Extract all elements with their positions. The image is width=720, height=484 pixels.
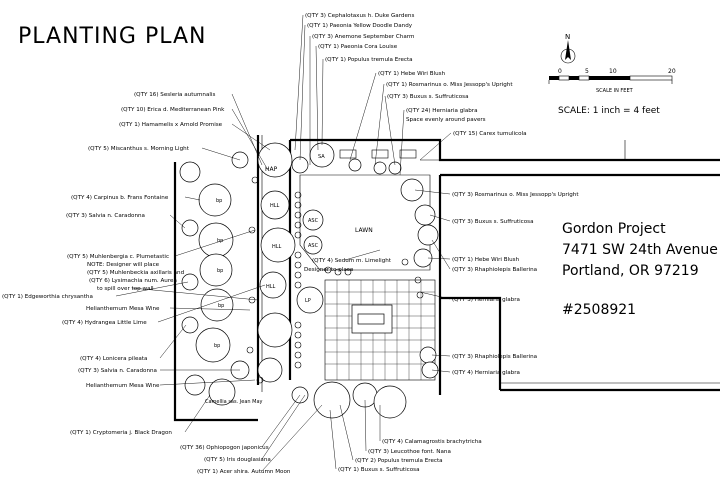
bp-label-1: bp (216, 198, 222, 204)
plant-labels: (QTY 3) Cephalotaxus h. Duke Gardens (QT… (2, 13, 579, 475)
hll-label-1: HLL (270, 203, 280, 209)
lawn-area: LAWN (299, 174, 431, 271)
plant-label: (QTY 3) Herniaria glabra (452, 297, 520, 303)
scale-tick-20: 20 (668, 68, 676, 75)
plant-label: (QTY 24) Herniaria glabra (406, 108, 478, 114)
project-name: Gordon Project (562, 221, 666, 237)
leader-lines (115, 14, 452, 472)
scale-tick-10: 10 (609, 68, 617, 75)
plant-label: (QTY 1) Paeonia Cora Louise (318, 44, 398, 50)
plant-label: (QTY 4) Calamagrostis brachytricha (382, 439, 482, 445)
plant-label: (QTY 5) Miscanthus s. Morning Light (88, 146, 190, 152)
plant-label: (QTY 36) Ophiopogon japonicus (180, 445, 269, 451)
plant-label: (QTY 1) Buxus s. Suffruticosa (338, 467, 420, 473)
plant-label: (QTY 3) Anemone September Charm (312, 34, 414, 40)
plant-label: (QTY 1) Populus tremula Erecta (325, 57, 413, 63)
plant-label: (QTY 1) Paeonia Yellow Doodle Dandy (307, 23, 413, 29)
lawn-label: LAWN (355, 227, 373, 234)
plant-label: (QTY 6) Lysimachia num. Aurea (89, 278, 177, 284)
north-arrow-icon: N (560, 33, 576, 64)
scale-bar: 0 5 10 20 SCALE IN FEET (548, 68, 676, 94)
plant-label: (QTY 4) Sedum m. Limelight (312, 258, 392, 264)
plant-label: Space evenly around pavers (406, 117, 486, 123)
bp-label-5: bp (214, 343, 220, 349)
plant-label: (QTY 3) Leucothoe font. Nana (368, 449, 451, 455)
plant-label: (QTY 1) Hamamelis x Arnold Promise (119, 122, 223, 128)
plant-label: (QTY 5) Muhlenbeckia axillaris and (87, 270, 185, 276)
plant-symbols: bp bp bp bp bp HAP HLL HLL HLL ASC ASC L… (179, 142, 439, 419)
plant-label: (QTY 1) Edgeworthia chrysantha (2, 294, 93, 300)
plant-label: (QTY 2) Populus tremula Erecta (355, 458, 443, 464)
plant-label: (QTY 1) Cryptomeria j. Black Dragon (70, 430, 172, 436)
bp-label-4: bp (218, 303, 224, 309)
plant-label: (QTY 15) Carex tumulicola (453, 131, 527, 137)
north-label: N (565, 33, 570, 41)
plant-label: (QTY 1) Rosmarinus o. Miss Jessopp's Upr… (386, 82, 513, 88)
sa-label: SA (318, 154, 325, 160)
plant-label: NOTE: Designer will place (87, 262, 160, 268)
plant-label: (QTY 3) Cephalotaxus h. Duke Gardens (305, 13, 414, 19)
plant-label: (QTY 16) Sesleria autumnalis (134, 92, 215, 98)
plant-label: (QTY 5) Muhlenbergia c. Plumetastic (67, 254, 169, 260)
hap-label: HAP (265, 166, 278, 173)
bp-label-3: bp (217, 268, 223, 274)
plant-label: (QTY 3) Buxus s. Suffruticosa (387, 94, 469, 100)
project-number: #2508921 (562, 302, 636, 318)
asc-label-2: ASC (308, 243, 319, 249)
project-address: 7471 SW 24th Avenue (562, 242, 718, 258)
project-city: Portland, OR 97219 (562, 263, 699, 279)
lp-label: LP (305, 298, 311, 304)
plant-label: (QTY 5) Iris douglasiana (204, 457, 271, 463)
plant-label: (QTY 1) Hebe Wiri Blush (378, 71, 446, 77)
hll-label-3: HLL (266, 284, 276, 290)
site-walls (173, 135, 720, 422)
scale-text: SCALE: 1 inch = 4 feet (558, 106, 660, 116)
plant-label: Designer to place (304, 267, 354, 273)
hll-label-2: HLL (272, 244, 282, 250)
scale-tick-5: 5 (585, 68, 589, 75)
plant-label: (QTY 3) Rhaphiolepis Ballerina (452, 354, 537, 360)
plant-label: (QTY 4) Herniaria glabra (452, 370, 520, 376)
bp-label-2: bp (217, 238, 223, 244)
plant-label: (QTY 3) Salvia n. Caradonna (78, 368, 157, 374)
asc-label-1: ASC (308, 218, 319, 224)
paver-grid (324, 149, 436, 381)
plant-label: Helianthemum Mesa Wine (86, 383, 160, 389)
plant-label: (QTY 3) Salvia n. Caradonna (66, 213, 145, 219)
plant-label: (QTY 3) Buxus s. Suffruticosa (452, 219, 534, 225)
plant-label: (QTY 10) Erica d. Mediterranean Pink (121, 107, 225, 113)
plant-label: (QTY 4) Hydrangea Little Lime (62, 320, 147, 326)
plant-label: (QTY 1) Hebe Wiri Blush (452, 257, 520, 263)
plant-label: (QTY 4) Carpinus b. Frans Fontaine (71, 195, 169, 201)
scale-tick-0: 0 (558, 68, 562, 75)
plant-label: to spill over top wall (97, 286, 154, 292)
plan-title: PLANTING PLAN (18, 24, 207, 49)
plant-label: (QTY 1) Acer shira. Autumn Moon (197, 469, 291, 475)
plant-label: Camellia sas. Jean May (205, 399, 263, 405)
plant-label: (QTY 3) Rhaphiolepis Ballerina (452, 267, 537, 273)
scale-bar-label: SCALE IN FEET (596, 88, 634, 94)
plant-label: (QTY 3) Rosmarinus o. Miss Jessopp's Upr… (452, 192, 579, 198)
plant-label: Helianthemum Mesa Wine (86, 306, 160, 312)
plant-label: (QTY 4) Lonicera pileata (80, 356, 147, 362)
